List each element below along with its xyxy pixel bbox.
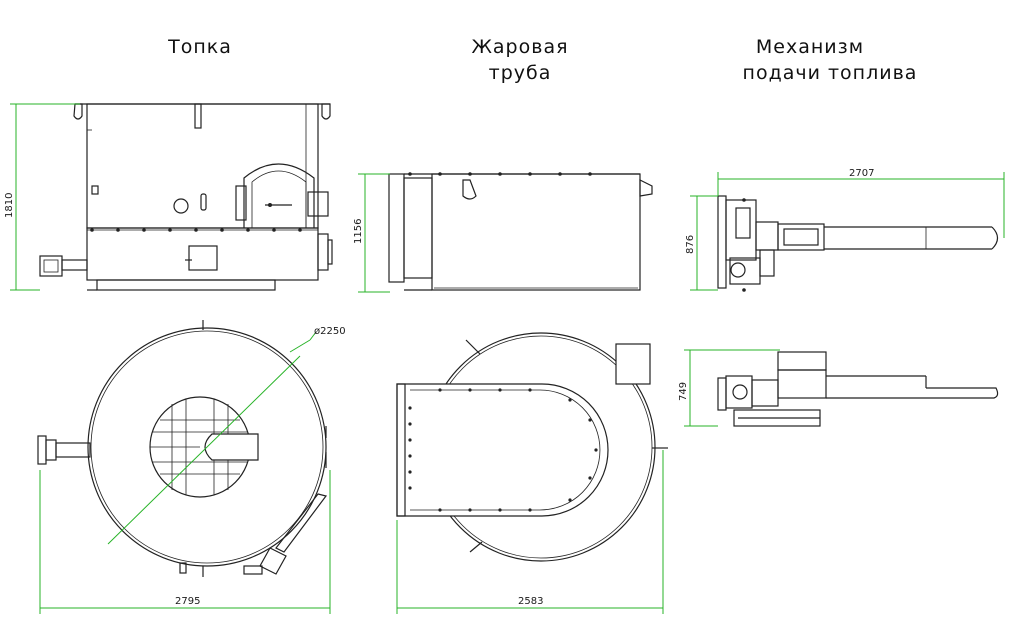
flame-tube-plan-view: 2583 (396, 332, 668, 614)
flame-tube-side-view: 1156 (353, 172, 653, 293)
dim-furnace-height: 1810 (4, 193, 15, 218)
dim-furnace-diameter: ø2250 (314, 326, 346, 337)
furnace-plan-view: ø2250 2795 (37, 320, 346, 614)
feed-mechanism-side-view: 749 (678, 349, 999, 427)
grate-pattern (150, 399, 248, 495)
title-flame-tube-line2: труба (488, 62, 552, 84)
feed-mechanism-top-view: 2707 876 (685, 168, 1005, 292)
dim-feed-side-height: 749 (678, 382, 689, 401)
title-feed-line1: Механизм (755, 36, 865, 58)
dim-furnace-width: 2795 (175, 596, 200, 607)
title-feed-line2: подачи топлива (742, 62, 918, 84)
dim-flame-tube-height: 1156 (353, 219, 364, 244)
flame-tube-rivets (408, 172, 592, 176)
flame-tube-plan-rivets (408, 388, 598, 512)
dim-feed-length: 2707 (849, 168, 874, 179)
title-flame-tube-line1: Жаровая (471, 36, 569, 58)
dim-feed-height: 876 (685, 235, 696, 254)
dim-flame-tube-width: 2583 (518, 596, 543, 607)
furnace-side-view: 1810 (4, 103, 333, 291)
furnace-rivets (90, 228, 302, 232)
title-furnace: Топка (168, 36, 232, 58)
